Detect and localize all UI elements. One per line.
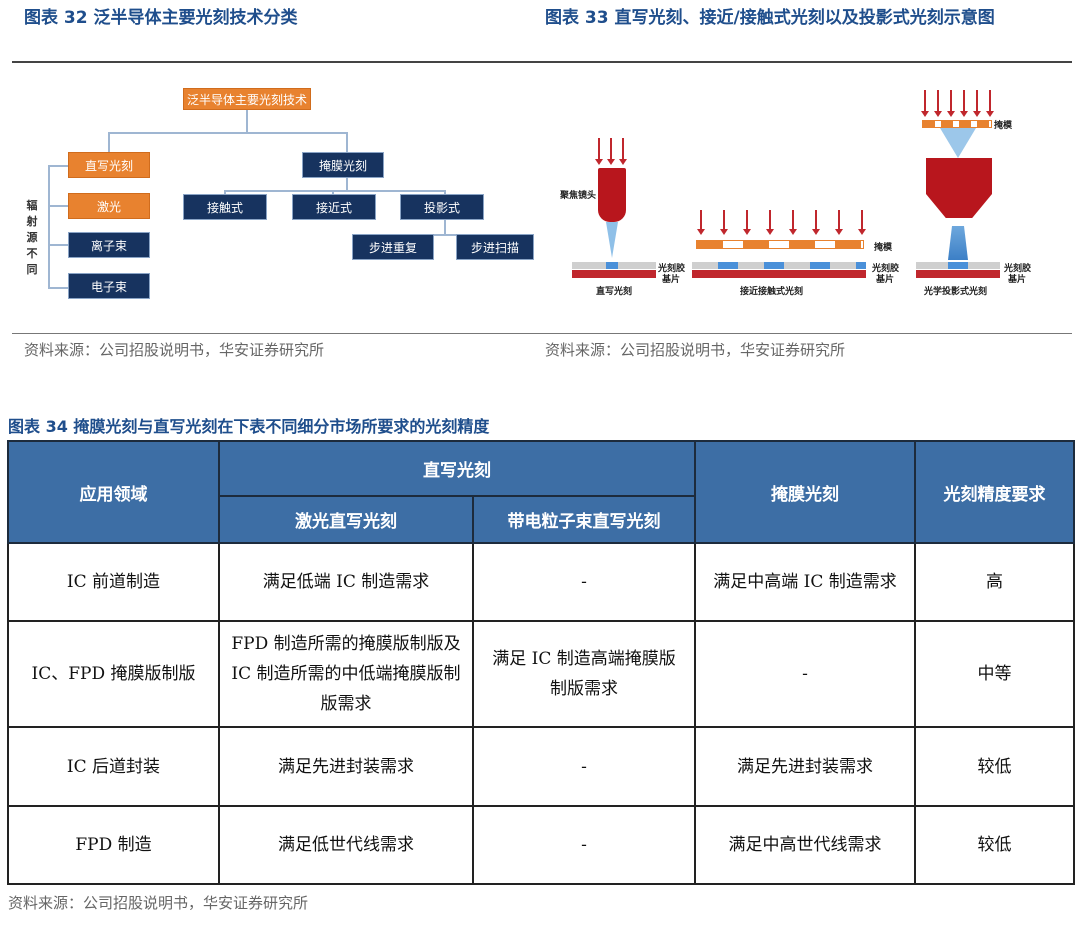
projection-light-upper xyxy=(940,128,976,158)
cell-ebeam: 满足 IC 制造高端掩膜版制版需求 xyxy=(472,620,696,728)
figure-34-title: 图表 34 掩膜光刻与直写光刻在下表不同细分市场所要求的光刻精度 xyxy=(8,417,490,436)
substrate-label-1: 基片 xyxy=(662,275,681,285)
table-row: IC、FPD 掩膜版制版 FPD 制造所需的掩膜版制版及 IC 制造所需的中低端… xyxy=(7,620,1075,728)
projection-caption: 光学投影式光刻 xyxy=(924,287,988,297)
table-row: IC 后道封装 满足先进封装需求 - 满足先进封装需求 较低 xyxy=(7,726,1075,807)
cell-mask: 满足先进封装需求 xyxy=(694,726,916,807)
cell-laser: 满足先进封装需求 xyxy=(218,726,474,807)
contact-substrate xyxy=(692,270,866,278)
substrate-label-2: 基片 xyxy=(876,275,895,285)
figure-32-source: 资料来源：公司招股说明书，华安证券研究所 xyxy=(24,341,325,359)
header-application-field: 应用领域 xyxy=(7,440,220,544)
header-direct-write: 直写光刻 xyxy=(218,440,696,497)
cell-precision: 较低 xyxy=(914,726,1075,807)
photoresist-label-3: 光刻胶 xyxy=(1004,264,1032,274)
proximity-node: 接近式 xyxy=(292,194,376,220)
cell-ebeam: - xyxy=(472,805,696,885)
step-repeat-node: 步进重复 xyxy=(352,234,434,260)
direct-write-caption: 直写光刻 xyxy=(596,287,633,297)
focus-lens-shape xyxy=(598,168,626,222)
electron-beam-node: 电子束 xyxy=(68,273,150,299)
projection-lens xyxy=(926,158,992,218)
direct-write-node: 直写光刻 xyxy=(68,152,150,178)
figure-33-source: 资料来源：公司招股说明书，华安证券研究所 xyxy=(545,341,846,359)
cell-ebeam: - xyxy=(472,542,696,622)
cell-laser: 满足低世代线需求 xyxy=(218,805,474,885)
precision-requirements-table: 应用领域 直写光刻 掩膜光刻 光刻精度要求 激光直写光刻 带电粒子束直写光刻 I… xyxy=(7,440,1075,885)
direct-exposed-spot xyxy=(606,262,618,269)
cell-field: IC 后道封装 xyxy=(7,726,220,807)
photoresist-label-2: 光刻胶 xyxy=(872,264,900,274)
top-divider xyxy=(12,61,1072,63)
ion-beam-node: 离子束 xyxy=(68,232,150,258)
cell-field: IC、FPD 掩膜版制版 xyxy=(7,620,220,728)
table-row: FPD 制造 满足低世代线需求 - 满足中高世代线需求 较低 xyxy=(7,805,1075,885)
projection-mask-bar xyxy=(922,120,992,128)
header-mask-lithography: 掩膜光刻 xyxy=(694,440,916,544)
cell-laser: FPD 制造所需的掩膜版制版及 IC 制造所需的中低端掩膜版制版需求 xyxy=(218,620,474,728)
table-row: IC 前道制造 满足低端 IC 制造需求 - 满足中高端 IC 制造需求 高 xyxy=(7,542,1075,622)
cell-precision: 较低 xyxy=(914,805,1075,885)
root-node: 泛半导体主要光刻技术 xyxy=(183,88,311,110)
cell-field: FPD 制造 xyxy=(7,805,220,885)
cell-mask: 满足中高端 IC 制造需求 xyxy=(694,542,916,622)
contact-caption: 接近接触式光刻 xyxy=(740,287,804,297)
mask-label-2: 掩模 xyxy=(994,121,1013,131)
cell-ebeam: - xyxy=(472,726,696,807)
laser-node: 激光 xyxy=(68,193,150,219)
cell-field: IC 前道制造 xyxy=(7,542,220,622)
figure-34-source: 资料来源：公司招股说明书，华安证券研究所 xyxy=(8,894,309,912)
cell-laser: 满足低端 IC 制造需求 xyxy=(218,542,474,622)
focus-lens-label: 聚焦镜头 xyxy=(560,191,597,201)
substrate-label-3: 基片 xyxy=(1008,275,1027,285)
contact-mask-bar xyxy=(696,240,864,249)
projection-substrate xyxy=(916,270,1000,278)
header-charged-beam-direct-write: 带电粒子束直写光刻 xyxy=(472,495,696,544)
cell-mask: - xyxy=(694,620,916,728)
figure-32-title: 图表 32 泛半导体主要光刻技术分类 xyxy=(24,8,298,28)
figure-33-title: 图表 33 直写光刻、接近/接触式光刻以及投影式光刻示意图 xyxy=(545,8,995,28)
direct-substrate xyxy=(572,270,656,278)
cell-precision: 高 xyxy=(914,542,1075,622)
photoresist-label-1: 光刻胶 xyxy=(658,264,686,274)
header-laser-direct-write: 激光直写光刻 xyxy=(218,495,474,544)
cell-mask: 满足中高世代线需求 xyxy=(694,805,916,885)
contact-resist-layer xyxy=(692,262,866,269)
source-divider xyxy=(12,333,1072,334)
step-scan-node: 步进扫描 xyxy=(456,234,534,260)
projection-node: 投影式 xyxy=(400,194,484,220)
projection-exposed xyxy=(948,262,968,269)
header-precision: 光刻精度要求 xyxy=(914,440,1075,544)
mask-lithography-node: 掩膜光刻 xyxy=(302,152,384,178)
contact-node: 接触式 xyxy=(183,194,267,220)
radiation-source-label: 辐射源不同 xyxy=(26,199,38,276)
cell-precision: 中等 xyxy=(914,620,1075,728)
mask-label-1: 掩模 xyxy=(874,243,893,253)
beam-cone xyxy=(606,222,618,258)
projection-light-lower xyxy=(948,226,968,260)
